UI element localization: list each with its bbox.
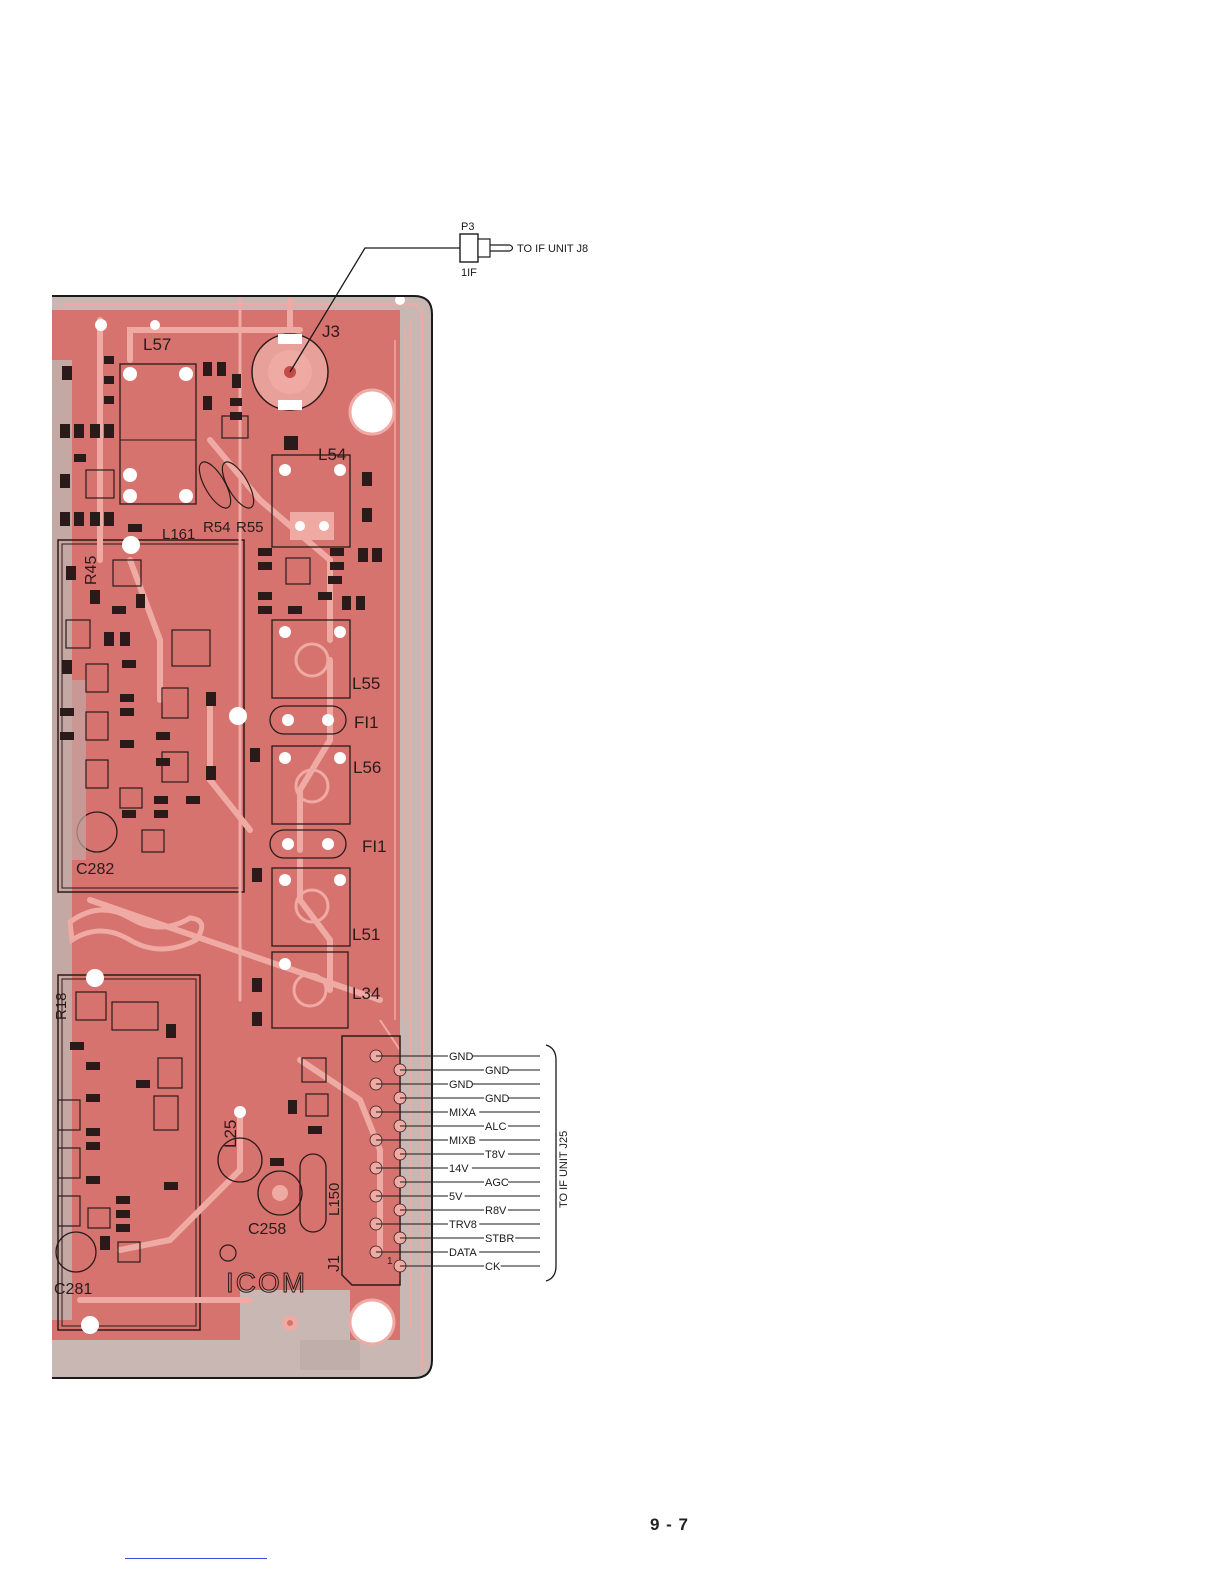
page-number: 9 - 7: [650, 1515, 689, 1535]
signal-gnd-label: GND: [449, 1051, 474, 1063]
j25-destination-label: TO IF UNIT J25: [558, 1131, 570, 1208]
label-fi1-lower: FI1: [362, 837, 387, 856]
signal-stbr-label: STBR: [485, 1233, 514, 1245]
icom-logo: ICOM: [226, 1267, 307, 1298]
label-r54: R54: [203, 519, 231, 536]
signal-data-label: DATA: [449, 1247, 477, 1259]
pcb-board: J3 L57 L54 L161 R54 R55 R45 L55 FI1 L56 …: [52, 260, 432, 1378]
signal-agc-label: AGC: [485, 1177, 509, 1189]
label-r18: R18: [53, 992, 70, 1020]
p3-ref-label: P3: [461, 221, 474, 233]
label-c282: C282: [76, 861, 114, 878]
label-fi1-upper: FI1: [354, 713, 379, 732]
label-l57: L57: [143, 335, 171, 354]
signal-alc-label: ALC: [485, 1121, 506, 1133]
signal-gnd-label: GND: [485, 1093, 510, 1105]
label-l55: L55: [352, 674, 380, 693]
label-l161: L161: [162, 526, 195, 543]
label-l54: L54: [318, 445, 346, 464]
j1-pin1-mark: 1: [387, 1256, 393, 1267]
signal-ck-label: CK: [485, 1261, 501, 1273]
label-l150: L150: [326, 1183, 343, 1216]
signal-gnd-label: GND: [449, 1079, 474, 1091]
signal-gnd-label: GND: [485, 1065, 510, 1077]
pcb-diagram: J3 L57 L54 L161 R54 R55 R45 L55 FI1 L56 …: [0, 0, 1224, 1480]
signal-r8v-label: R8V: [485, 1205, 507, 1217]
label-j1: J1: [326, 1255, 343, 1272]
label-c258: C258: [248, 1221, 286, 1238]
footer-rule: [125, 1558, 267, 1559]
signal-5v-label: 5V: [449, 1191, 463, 1203]
p3-connector-icon: [460, 234, 478, 262]
label-l34: L34: [352, 984, 380, 1003]
label-r55: R55: [236, 519, 264, 536]
label-j3: J3: [322, 322, 340, 341]
signal-mixa-label: MIXA: [449, 1107, 477, 1119]
label-l25: L25: [221, 1120, 240, 1148]
p3-pin-label: 1IF: [461, 267, 477, 279]
label-c281: C281: [54, 1281, 92, 1298]
label-r45: R45: [83, 556, 100, 585]
label-l56: L56: [353, 758, 381, 777]
signal-t8v-label: T8V: [485, 1149, 506, 1161]
p3-destination-label: TO IF UNIT J8: [517, 243, 588, 255]
label-l51: L51: [352, 925, 380, 944]
j25-bracket: [546, 1045, 556, 1281]
signal-14v-label: 14V: [449, 1163, 469, 1175]
signal-mixb-label: MIXB: [449, 1135, 476, 1147]
signal-trv8-label: TRV8: [449, 1219, 477, 1231]
